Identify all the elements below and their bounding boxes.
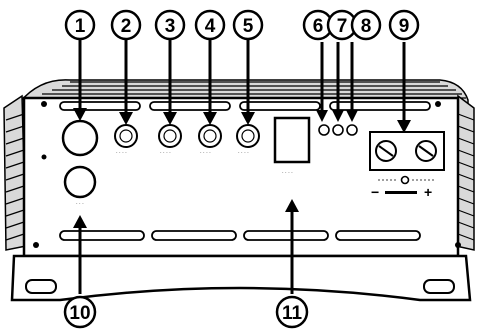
- positive-terminal-label: +: [424, 184, 432, 200]
- svg-text:· · · ·: · · · ·: [238, 150, 249, 156]
- led-8: [346, 124, 358, 136]
- connector-10: · · ·: [63, 165, 97, 207]
- heatsink-left-fins: [5, 113, 25, 241]
- knob-4: · · · ·: [198, 124, 222, 156]
- callout-4: 4: [205, 16, 216, 37]
- svg-text:· · · ·: · · · ·: [116, 150, 127, 156]
- heatsink-right-fins: [457, 113, 475, 241]
- callout-6: 6: [313, 16, 324, 37]
- panel-slots-top: [59, 101, 431, 111]
- knob-5: · · · ·: [236, 124, 260, 156]
- callout-8: 8: [361, 16, 372, 37]
- callout-2: 2: [121, 16, 132, 37]
- svg-text:· · · ·: · · · ·: [282, 170, 293, 176]
- mounting-slot-left: [25, 279, 57, 294]
- led-6: [318, 124, 330, 136]
- mounting-base: [10, 254, 472, 302]
- callout-1: 1: [75, 16, 86, 37]
- callout-3: 3: [165, 16, 176, 37]
- panel-slots-bottom: [59, 230, 421, 241]
- svg-text:· · · ·: · · · ·: [160, 150, 171, 156]
- svg-text:· · · ·: · · · ·: [200, 150, 211, 156]
- callout-circles: [63, 9, 420, 329]
- panel-screws: [33, 101, 461, 248]
- callout-9: 9: [399, 16, 410, 37]
- svg-text:· · ·: · · ·: [76, 201, 84, 207]
- connector-1: [61, 119, 99, 157]
- callout-7: 7: [337, 16, 348, 37]
- power-terminal-9: [369, 131, 445, 194]
- negative-terminal-label: −: [371, 184, 379, 200]
- callout-5: 5: [243, 16, 254, 37]
- callout-11: 11: [282, 303, 303, 324]
- led-7: [332, 124, 344, 136]
- leader-lines: [73, 40, 411, 294]
- rect-module-11: · · · ·: [273, 116, 311, 176]
- mounting-slot-right: [423, 279, 455, 294]
- front-panel: [22, 96, 460, 258]
- callout-10: 10: [69, 303, 90, 324]
